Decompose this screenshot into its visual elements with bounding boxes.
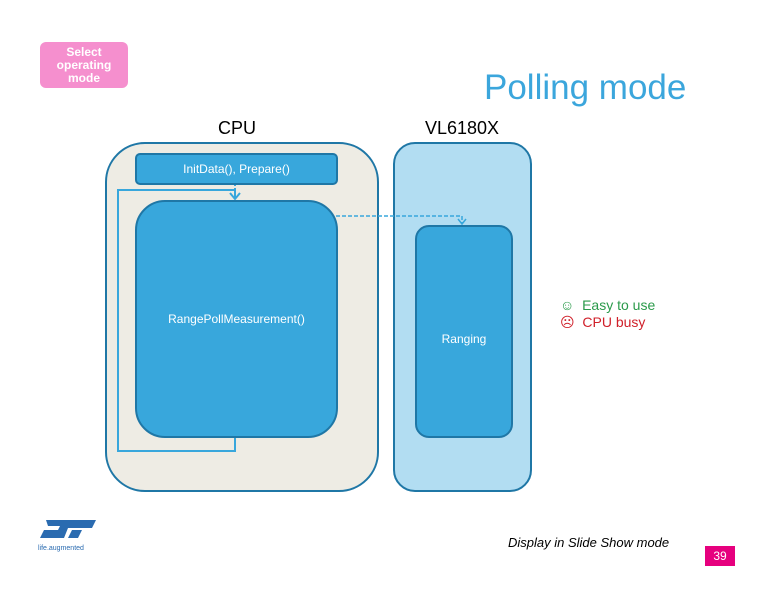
con-item: ☹ CPU busy xyxy=(560,314,655,331)
range-poll-block: RangePollMeasurement() xyxy=(135,200,338,438)
trigger-arrow xyxy=(336,215,463,224)
pro-item: ☺ Easy to use xyxy=(560,297,655,314)
page-number: 39 xyxy=(705,546,735,566)
cpu-label: CPU xyxy=(218,118,257,138)
sensor-label: VL6180X xyxy=(425,118,500,138)
loop-arrow xyxy=(117,189,236,452)
pro-text: Easy to use xyxy=(582,297,656,313)
init-block: InitData(), Prepare() xyxy=(135,153,338,185)
pros-cons-list: ☺ Easy to use ☹ CPU busy xyxy=(560,297,655,331)
select-operating-mode-button[interactable]: Select operating mode xyxy=(40,42,128,88)
logo-tagline: life.augmented xyxy=(38,545,84,552)
slide-title: Polling mode xyxy=(484,68,687,107)
st-logo-icon xyxy=(40,520,96,538)
smiley-icon: ☺ xyxy=(560,297,575,313)
loop-arrowhead xyxy=(229,192,241,201)
con-text: CPU busy xyxy=(582,314,646,330)
trigger-arrowhead xyxy=(457,218,467,226)
frown-icon: ☹ xyxy=(560,314,575,330)
st-logo: life.augmented xyxy=(38,518,98,552)
ranging-label: Ranging xyxy=(441,331,487,346)
ranging-block: Ranging xyxy=(415,225,513,438)
footer-note: Display in Slide Show mode xyxy=(508,535,670,550)
